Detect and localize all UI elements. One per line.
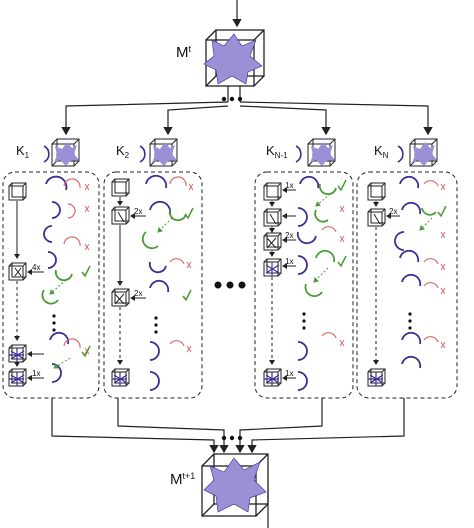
label-kn1: KN-1 xyxy=(266,143,288,160)
mult-p3-d: 1x xyxy=(285,369,294,378)
middle-dots xyxy=(214,281,246,289)
label-m-bottom: Mt+1 xyxy=(170,471,196,488)
mesh-cube-top xyxy=(203,29,265,87)
panel-kn1 xyxy=(254,171,354,399)
mult-p3-b: 2x xyxy=(285,231,294,240)
m-bottom-base: M xyxy=(170,471,183,488)
mult-p2-a: 2x xyxy=(134,207,143,216)
split-dots xyxy=(221,96,243,102)
kn1-base: K xyxy=(266,143,275,158)
mult-p1-b: 1x xyxy=(32,369,41,378)
label-m-top: Mt xyxy=(176,44,192,61)
panel-kn xyxy=(356,171,458,399)
panel-kn-dots xyxy=(408,312,412,330)
panel-k1-dots xyxy=(52,314,56,332)
kernel-cubes-row xyxy=(43,138,438,167)
panel-kn1-contents xyxy=(263,175,347,391)
k1-base: K xyxy=(16,143,25,158)
kn1-sub: N-1 xyxy=(274,151,288,160)
k2-sub: 2 xyxy=(124,151,130,160)
panel-k2 xyxy=(103,171,203,399)
mesh-cube-bottom xyxy=(201,453,269,517)
mult-p1-a: 4x xyxy=(32,263,41,272)
panel-k2-contents xyxy=(111,174,194,391)
panel-kn1-dots xyxy=(302,312,306,330)
k1-sub: 1 xyxy=(24,151,30,160)
split-connectors xyxy=(61,86,433,136)
merge-connectors xyxy=(51,398,405,454)
merge-dots xyxy=(221,435,243,441)
label-k1: K1 xyxy=(16,143,30,160)
mult-p2-b: 2x xyxy=(134,289,143,298)
label-k2: K2 xyxy=(116,143,130,160)
mult-p3-c: 1x xyxy=(285,257,294,266)
kn-sub: N xyxy=(382,151,389,160)
panel-k1 xyxy=(2,171,100,399)
kn-base: K xyxy=(374,143,383,158)
dashed-panels xyxy=(2,171,458,399)
mult-p4-a: 2x xyxy=(389,207,398,216)
m-top-base: M xyxy=(176,44,189,61)
label-kn: KN xyxy=(374,143,389,160)
m-bottom-sup: t+1 xyxy=(182,471,196,481)
panel-k2-dots xyxy=(154,316,158,334)
m-top-sup: t xyxy=(188,44,192,54)
k2-base: K xyxy=(116,143,125,158)
panel-kn-contents xyxy=(367,175,447,387)
mult-p3-a: 1x xyxy=(285,181,294,190)
panel-k1-contents xyxy=(8,175,91,387)
